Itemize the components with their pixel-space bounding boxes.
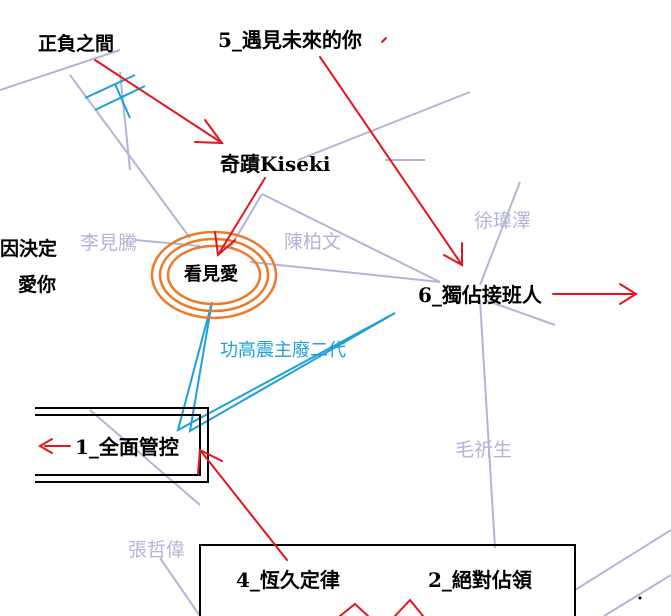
- gray-line: [229, 193, 263, 249]
- node-quanmian: 1_全面管控: [75, 435, 179, 459]
- gray-line: [134, 239, 201, 247]
- blue-hatch: [84, 74, 136, 99]
- gray-line: [484, 299, 556, 326]
- gray-line: [603, 574, 671, 616]
- person-zhangzhewei: 張哲偉: [128, 539, 186, 561]
- red-arrow-shaft: [94, 59, 223, 144]
- person-xuweize: 徐瑋澤: [474, 210, 532, 232]
- person-chenbowen: 陳柏文: [284, 231, 342, 253]
- red-arrow-head: [619, 283, 638, 305]
- red-arrow-shaft: [319, 56, 463, 266]
- red-arrow-head: [443, 242, 463, 267]
- blue-triangle: [176, 301, 396, 433]
- gray-line: [574, 529, 671, 591]
- red-arrow-head: [197, 448, 223, 475]
- blue-lines: [84, 74, 396, 433]
- node-zhengfu: 正負之間: [38, 33, 115, 55]
- red-arrow-shaft: [199, 449, 288, 561]
- person-maoqisheng: 毛祈生: [455, 439, 513, 461]
- red-arrow-head: [194, 119, 225, 145]
- dot-mark: [638, 596, 642, 600]
- gray-line: [479, 181, 521, 286]
- blue-hatch: [94, 85, 146, 111]
- gray-line: [261, 193, 441, 283]
- node-hengjiu: 4_恆久定律: [236, 568, 340, 592]
- gray-line: [297, 91, 471, 161]
- node-qiji: 奇蹟Kiseki: [220, 152, 331, 176]
- gray-lines: [0, 49, 671, 616]
- red-arrow-head: [339, 602, 369, 616]
- red-arrow-head: [214, 231, 236, 257]
- person-lijianteng: 李見騰: [80, 232, 138, 254]
- gray-line: [0, 49, 121, 91]
- box-bottom: [199, 544, 576, 616]
- red-arrow-head: [394, 598, 424, 616]
- gray-line: [89, 409, 201, 506]
- node-yinjueding: 因決定: [0, 238, 58, 260]
- red-tick: [381, 37, 387, 43]
- blue-hatch: [114, 83, 131, 119]
- red-arrow-shaft: [217, 177, 266, 256]
- node-yujian: 5_遇見未來的你: [218, 28, 362, 52]
- gray-line: [249, 261, 441, 283]
- red-arrows: [38, 37, 638, 616]
- gray-line: [479, 299, 496, 549]
- gray-line: [119, 71, 131, 171]
- node-juedui: 2_絕對佔領: [428, 568, 532, 592]
- annotation-gaozhen: 功高震主廢二代: [220, 340, 346, 361]
- red-arrow-head: [38, 438, 53, 454]
- node-aini: 愛你: [18, 274, 57, 296]
- node-kanjianai: 看見愛: [184, 264, 238, 285]
- gray-line: [69, 74, 191, 239]
- node-duzhan: 6_獨佔接班人: [418, 283, 542, 307]
- gray-line: [159, 557, 201, 616]
- box-quanmian: [35, 407, 209, 483]
